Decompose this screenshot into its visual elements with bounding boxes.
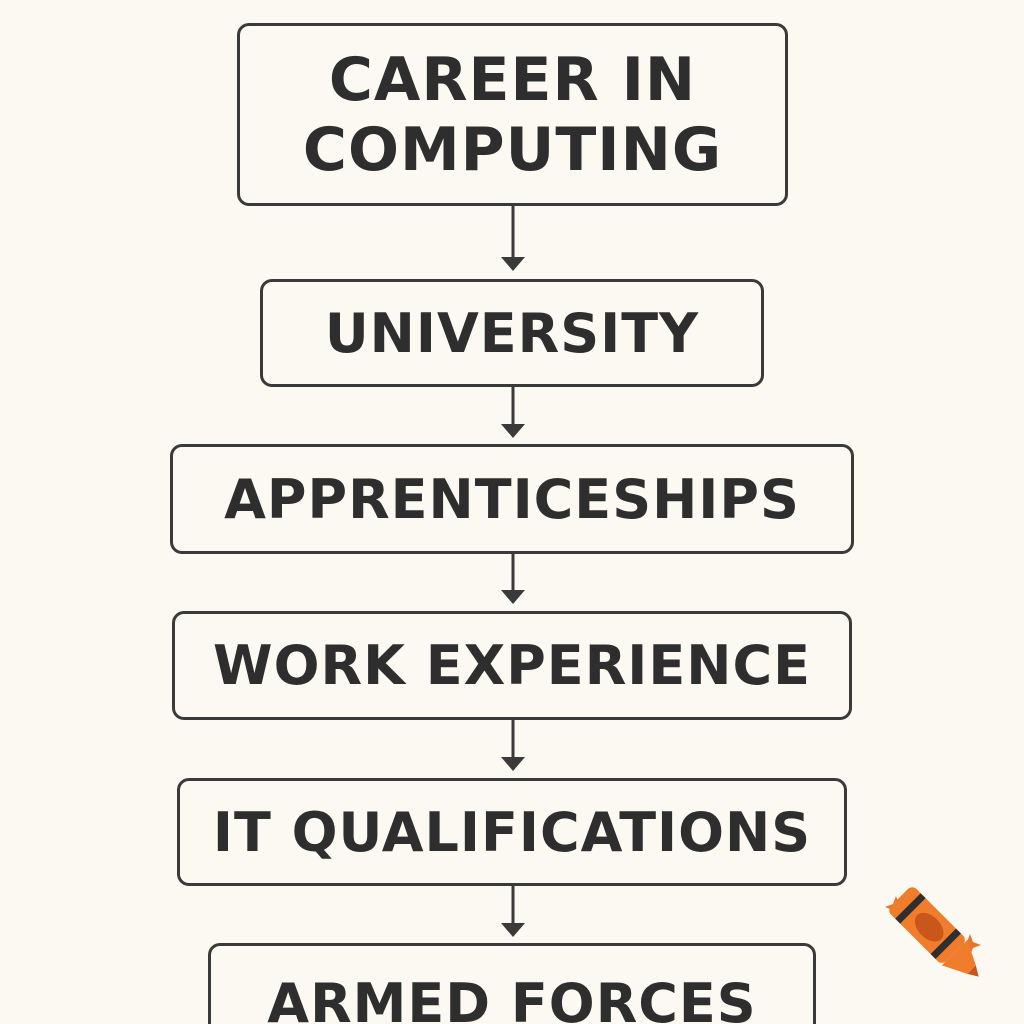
arrow-work-to-it	[501, 720, 525, 771]
arrow-career-to-university	[501, 206, 525, 271]
node-label: APPRENTICESHIPS	[224, 467, 800, 531]
node-label: ARMED FORCES	[267, 972, 757, 1024]
node-university: UNIVERSITY	[260, 279, 764, 387]
arrow-university-to-apprenticeships	[501, 387, 525, 438]
arrow-it-to-armed	[501, 886, 525, 937]
node-label: IT QUALIFICATIONS	[212, 800, 812, 864]
node-label: UNIVERSITY	[324, 301, 700, 365]
node-armed-forces: ARMED FORCES	[208, 943, 816, 1024]
node-label: WORK EXPERIENCE	[213, 634, 811, 697]
crayon-icon	[885, 887, 981, 977]
node-label: CAREER IN COMPUTING	[302, 44, 723, 185]
node-apprenticeships: APPRENTICESHIPS	[170, 444, 854, 554]
node-career-in-computing: CAREER IN COMPUTING	[237, 23, 788, 206]
node-work-experience: WORK EXPERIENCE	[172, 611, 852, 720]
node-it-qualifications: IT QUALIFICATIONS	[177, 778, 847, 886]
arrow-apprenticeships-to-work	[501, 554, 525, 604]
